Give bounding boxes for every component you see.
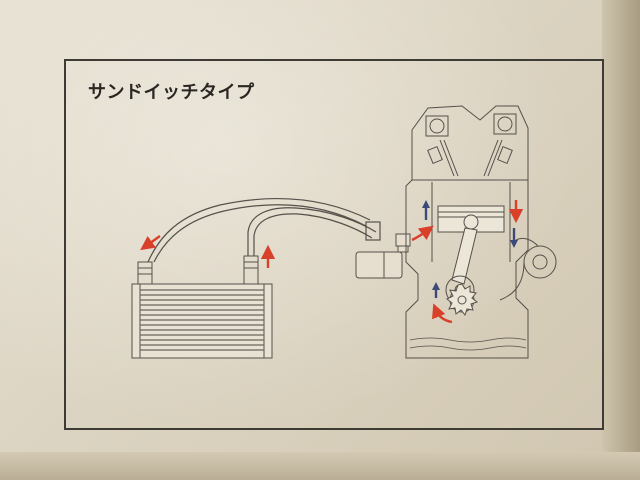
diagram-frame: [64, 59, 604, 430]
turbo-icon: [499, 237, 557, 301]
piston-icon: [437, 205, 505, 305]
oil-cooler-icon: [131, 255, 273, 359]
diagram-title: サンドイッチタイプ: [88, 82, 255, 103]
oil-hoses: [147, 198, 381, 263]
monitor-bezel-right: [602, 0, 640, 480]
oil-pump-icon: [446, 283, 479, 317]
monitor-bezel-bottom: [0, 452, 640, 480]
engine-cross-section-icon: [405, 105, 529, 359]
flow-arrow-icon: [140, 200, 524, 324]
sandwich-plate-icon: [355, 233, 411, 279]
